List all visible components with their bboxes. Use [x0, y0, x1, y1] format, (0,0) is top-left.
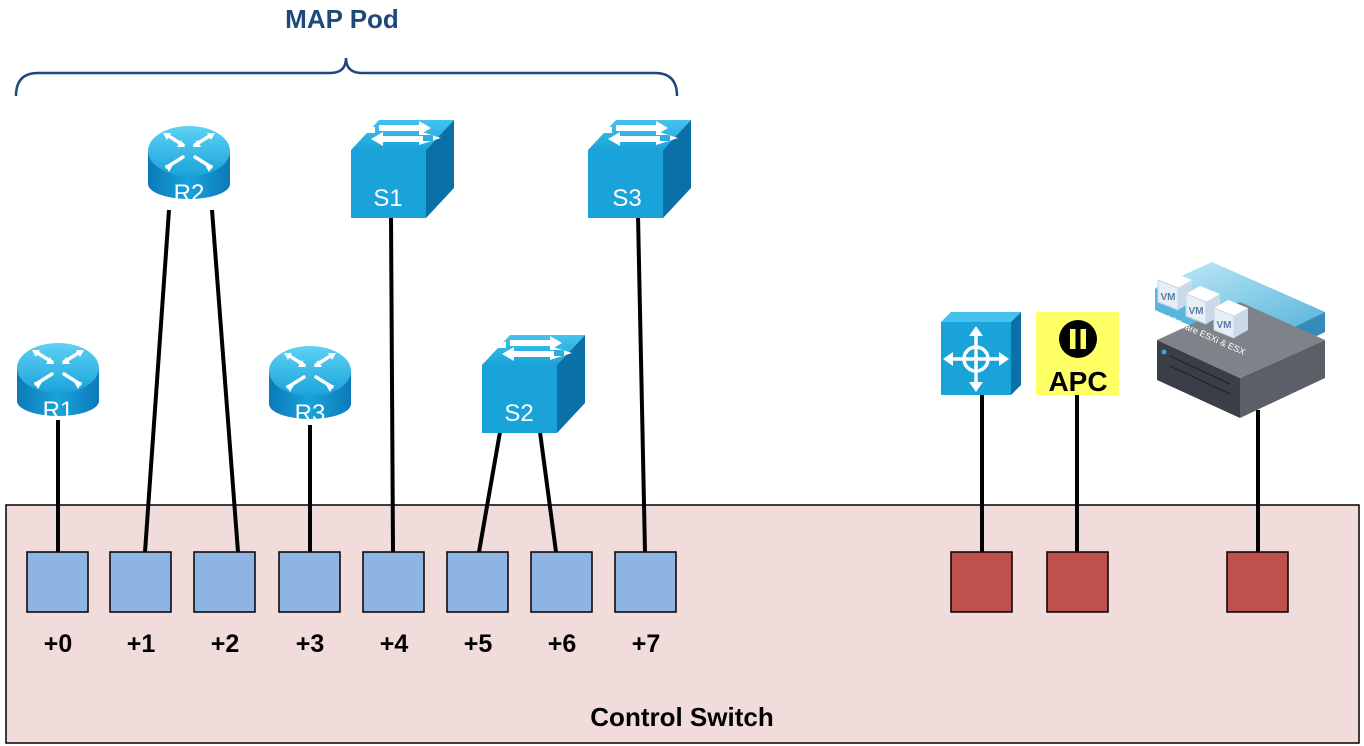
port-label-3: +3: [296, 630, 325, 658]
port-0[interactable]: [26, 551, 89, 613]
switch-s2[interactable]: S2: [482, 335, 585, 433]
cable-r2-b: [210, 209, 240, 553]
esx-server[interactable]: VMware ESXi & ESX VM VM: [1155, 262, 1325, 418]
switch-s1-label: S1: [373, 185, 402, 212]
service-port-l3-switch[interactable]: [950, 551, 1013, 613]
port-label-6: +6: [548, 630, 577, 658]
cable-r2-a: [143, 209, 171, 553]
service-port-esx[interactable]: [1226, 551, 1289, 613]
port-2[interactable]: [193, 551, 256, 613]
cable-s1: [389, 214, 395, 553]
port-label-5: +5: [464, 630, 493, 658]
router-r1[interactable]: R1: [15, 341, 101, 424]
cables: [56, 209, 1260, 553]
vm-label: VM: [1189, 306, 1204, 317]
port-labels: +0 +1 +2 +3 +4 +5 +6 +7: [44, 630, 661, 658]
port-6[interactable]: [530, 551, 593, 613]
vm-label: VM: [1161, 292, 1176, 303]
router-r2-label: R2: [174, 180, 205, 207]
port-5[interactable]: [446, 551, 509, 613]
switch-s3-label: S3: [612, 185, 641, 212]
apc-device[interactable]: APC: [1036, 312, 1119, 397]
router-r2[interactable]: R2: [146, 124, 232, 207]
port-label-1: +1: [127, 630, 156, 658]
pod-brace: [14, 57, 679, 97]
port-label-4: +4: [380, 630, 409, 658]
cable-s2-a: [477, 431, 502, 553]
service-ports: [950, 551, 1289, 613]
port-label-0: +0: [44, 630, 73, 658]
server-icon: VMware ESXi & ESX VM VM: [1155, 262, 1325, 418]
port-4[interactable]: [362, 551, 425, 613]
vm-cubes: VM VM VM: [1157, 272, 1248, 339]
apc-label: APC: [1048, 366, 1107, 397]
port-label-7: +7: [632, 630, 661, 658]
control-switch-label: Control Switch: [590, 702, 773, 732]
layer3-switch[interactable]: [941, 312, 1021, 395]
router-r1-label: R1: [43, 397, 74, 424]
switch-s1[interactable]: S1: [351, 120, 454, 218]
vm-label: VM: [1217, 320, 1232, 331]
pause-icon: [1059, 320, 1097, 358]
port-3[interactable]: [278, 551, 341, 613]
switch-s2-label: S2: [504, 400, 533, 427]
port-label-2: +2: [211, 630, 240, 658]
pod-ports: [26, 551, 677, 613]
service-port-apc[interactable]: [1046, 551, 1109, 613]
control-switch: [5, 504, 1360, 744]
port-1[interactable]: [109, 551, 172, 613]
router-r3[interactable]: R3: [267, 344, 353, 427]
router-r3-label: R3: [295, 400, 326, 427]
switch-s3[interactable]: S3: [588, 120, 691, 218]
cable-s3: [636, 214, 647, 553]
cable-s2-b: [538, 431, 558, 553]
diagram-title: MAP Pod: [285, 4, 399, 34]
port-7[interactable]: [614, 551, 677, 613]
